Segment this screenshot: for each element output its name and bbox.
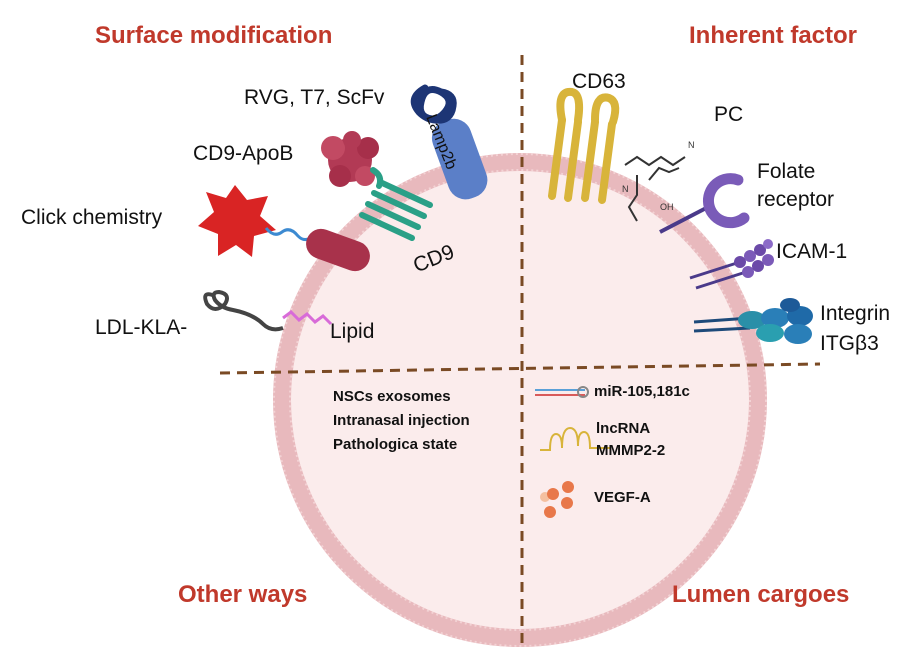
- label-ldl-kla: LDL-KLA-: [95, 316, 188, 339]
- quadrant-title-lumen-cargoes: Lumen cargoes: [672, 581, 850, 608]
- folate-receptor-icon: [659, 173, 750, 234]
- mirna-icon: [535, 386, 589, 398]
- lamp2b-icon: [410, 84, 488, 200]
- quadrant-title-other-ways: Other ways: [178, 581, 308, 608]
- lipid-anchor-icon: [306, 228, 370, 272]
- other-way-item-2: Intranasal injection: [333, 412, 470, 429]
- svg-text:N: N: [622, 184, 629, 194]
- linker-icon: [264, 227, 311, 242]
- integrin-icon: [693, 298, 813, 344]
- label-click-chemistry: Click chemistry: [21, 206, 163, 229]
- label-itgb3: ITGβ3: [820, 332, 879, 355]
- quadrant-title-inherent-factor: Inherent factor: [689, 22, 858, 49]
- svg-text:OH: OH: [660, 202, 674, 212]
- label-integrin: Integrin: [820, 302, 891, 325]
- lncrna-icon: [540, 426, 610, 451]
- label-icam1: ICAM-1: [776, 240, 848, 263]
- cd9-protein-icon: [359, 167, 433, 241]
- ldl-kla-coil-icon: [203, 289, 333, 332]
- label-pc: PC: [714, 103, 744, 126]
- svg-text:N: N: [688, 140, 695, 150]
- label-lncrna: lncRNA: [596, 420, 651, 437]
- label-lipid: Lipid: [330, 320, 375, 343]
- click-chemistry-star-icon: [198, 185, 276, 257]
- pc-molecule-icon: N N OH: [622, 140, 695, 222]
- apob-blob-icon: [321, 131, 379, 187]
- quadrant-title-surface-modification: Surface modification: [95, 22, 333, 49]
- label-mir: miR-105,181c: [594, 383, 690, 400]
- label-vegf: VEGF-A: [594, 489, 651, 506]
- icam1-icon: [689, 239, 774, 290]
- other-way-item-1: NSCs exosomes: [333, 388, 451, 405]
- horizontal-divider: [219, 362, 821, 375]
- label-cd9-apob: CD9-ApoB: [193, 142, 294, 165]
- cd63-protein-icon: [548, 87, 620, 204]
- label-folate: Folate: [757, 160, 816, 183]
- exosome-vesicle: [273, 153, 767, 647]
- other-way-item-3: Pathologica state: [333, 436, 458, 453]
- label-cd63: CD63: [572, 70, 626, 93]
- label-mmmp2: MMMP2-2: [596, 442, 666, 459]
- label-receptor: receptor: [757, 188, 835, 211]
- vegf-icon: [540, 481, 574, 518]
- label-rvg-t7-scfv: RVG, T7, ScFv: [244, 86, 385, 109]
